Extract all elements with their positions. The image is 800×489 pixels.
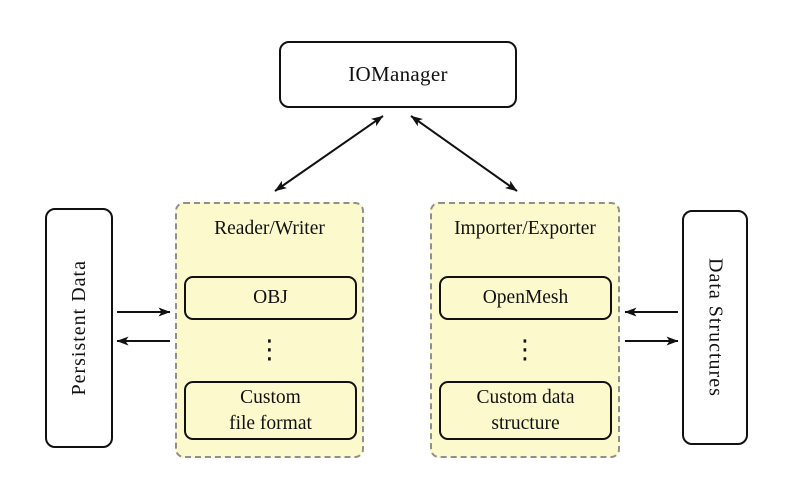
panel-reader-writer-title: Reader/Writer xyxy=(214,218,325,239)
node-openmesh-label: OpenMesh xyxy=(482,287,569,308)
vertical-ellipsis-icon: ⋮ xyxy=(256,335,283,365)
node-iomanager: IOManager xyxy=(279,41,517,108)
node-obj-label: OBJ xyxy=(253,287,288,308)
node-persistent-data-label: Persistent Data xyxy=(67,260,90,396)
node-persistent-data: Persistent Data xyxy=(45,208,113,448)
panel-importer-exporter-title: Importer/Exporter xyxy=(454,218,596,239)
node-openmesh: OpenMesh xyxy=(439,276,612,320)
edge-iomanager-importerexporter xyxy=(410,115,518,192)
node-custom-data-structure: Custom data structure xyxy=(439,381,612,440)
panel-importer-exporter: Importer/Exporter OpenMesh ⋮ Custom data… xyxy=(430,202,620,458)
node-data-structures: Data Structures xyxy=(682,210,748,445)
node-custom-data-structure-line2: structure xyxy=(491,412,560,434)
node-obj: OBJ xyxy=(184,276,357,320)
node-data-structures-label: Data Structures xyxy=(704,258,727,397)
edge-iomanager-readerwriter xyxy=(274,115,384,192)
panel-reader-writer: Reader/Writer OBJ ⋮ Custom file format xyxy=(175,202,364,458)
node-custom-file-format-line1: Custom xyxy=(240,386,301,408)
node-custom-data-structure-line1: Custom data xyxy=(476,386,575,408)
node-iomanager-label: IOManager xyxy=(348,62,448,86)
node-custom-file-format-line2: file format xyxy=(229,412,312,434)
node-custom-file-format: Custom file format xyxy=(184,381,357,440)
vertical-ellipsis-icon: ⋮ xyxy=(512,335,538,365)
